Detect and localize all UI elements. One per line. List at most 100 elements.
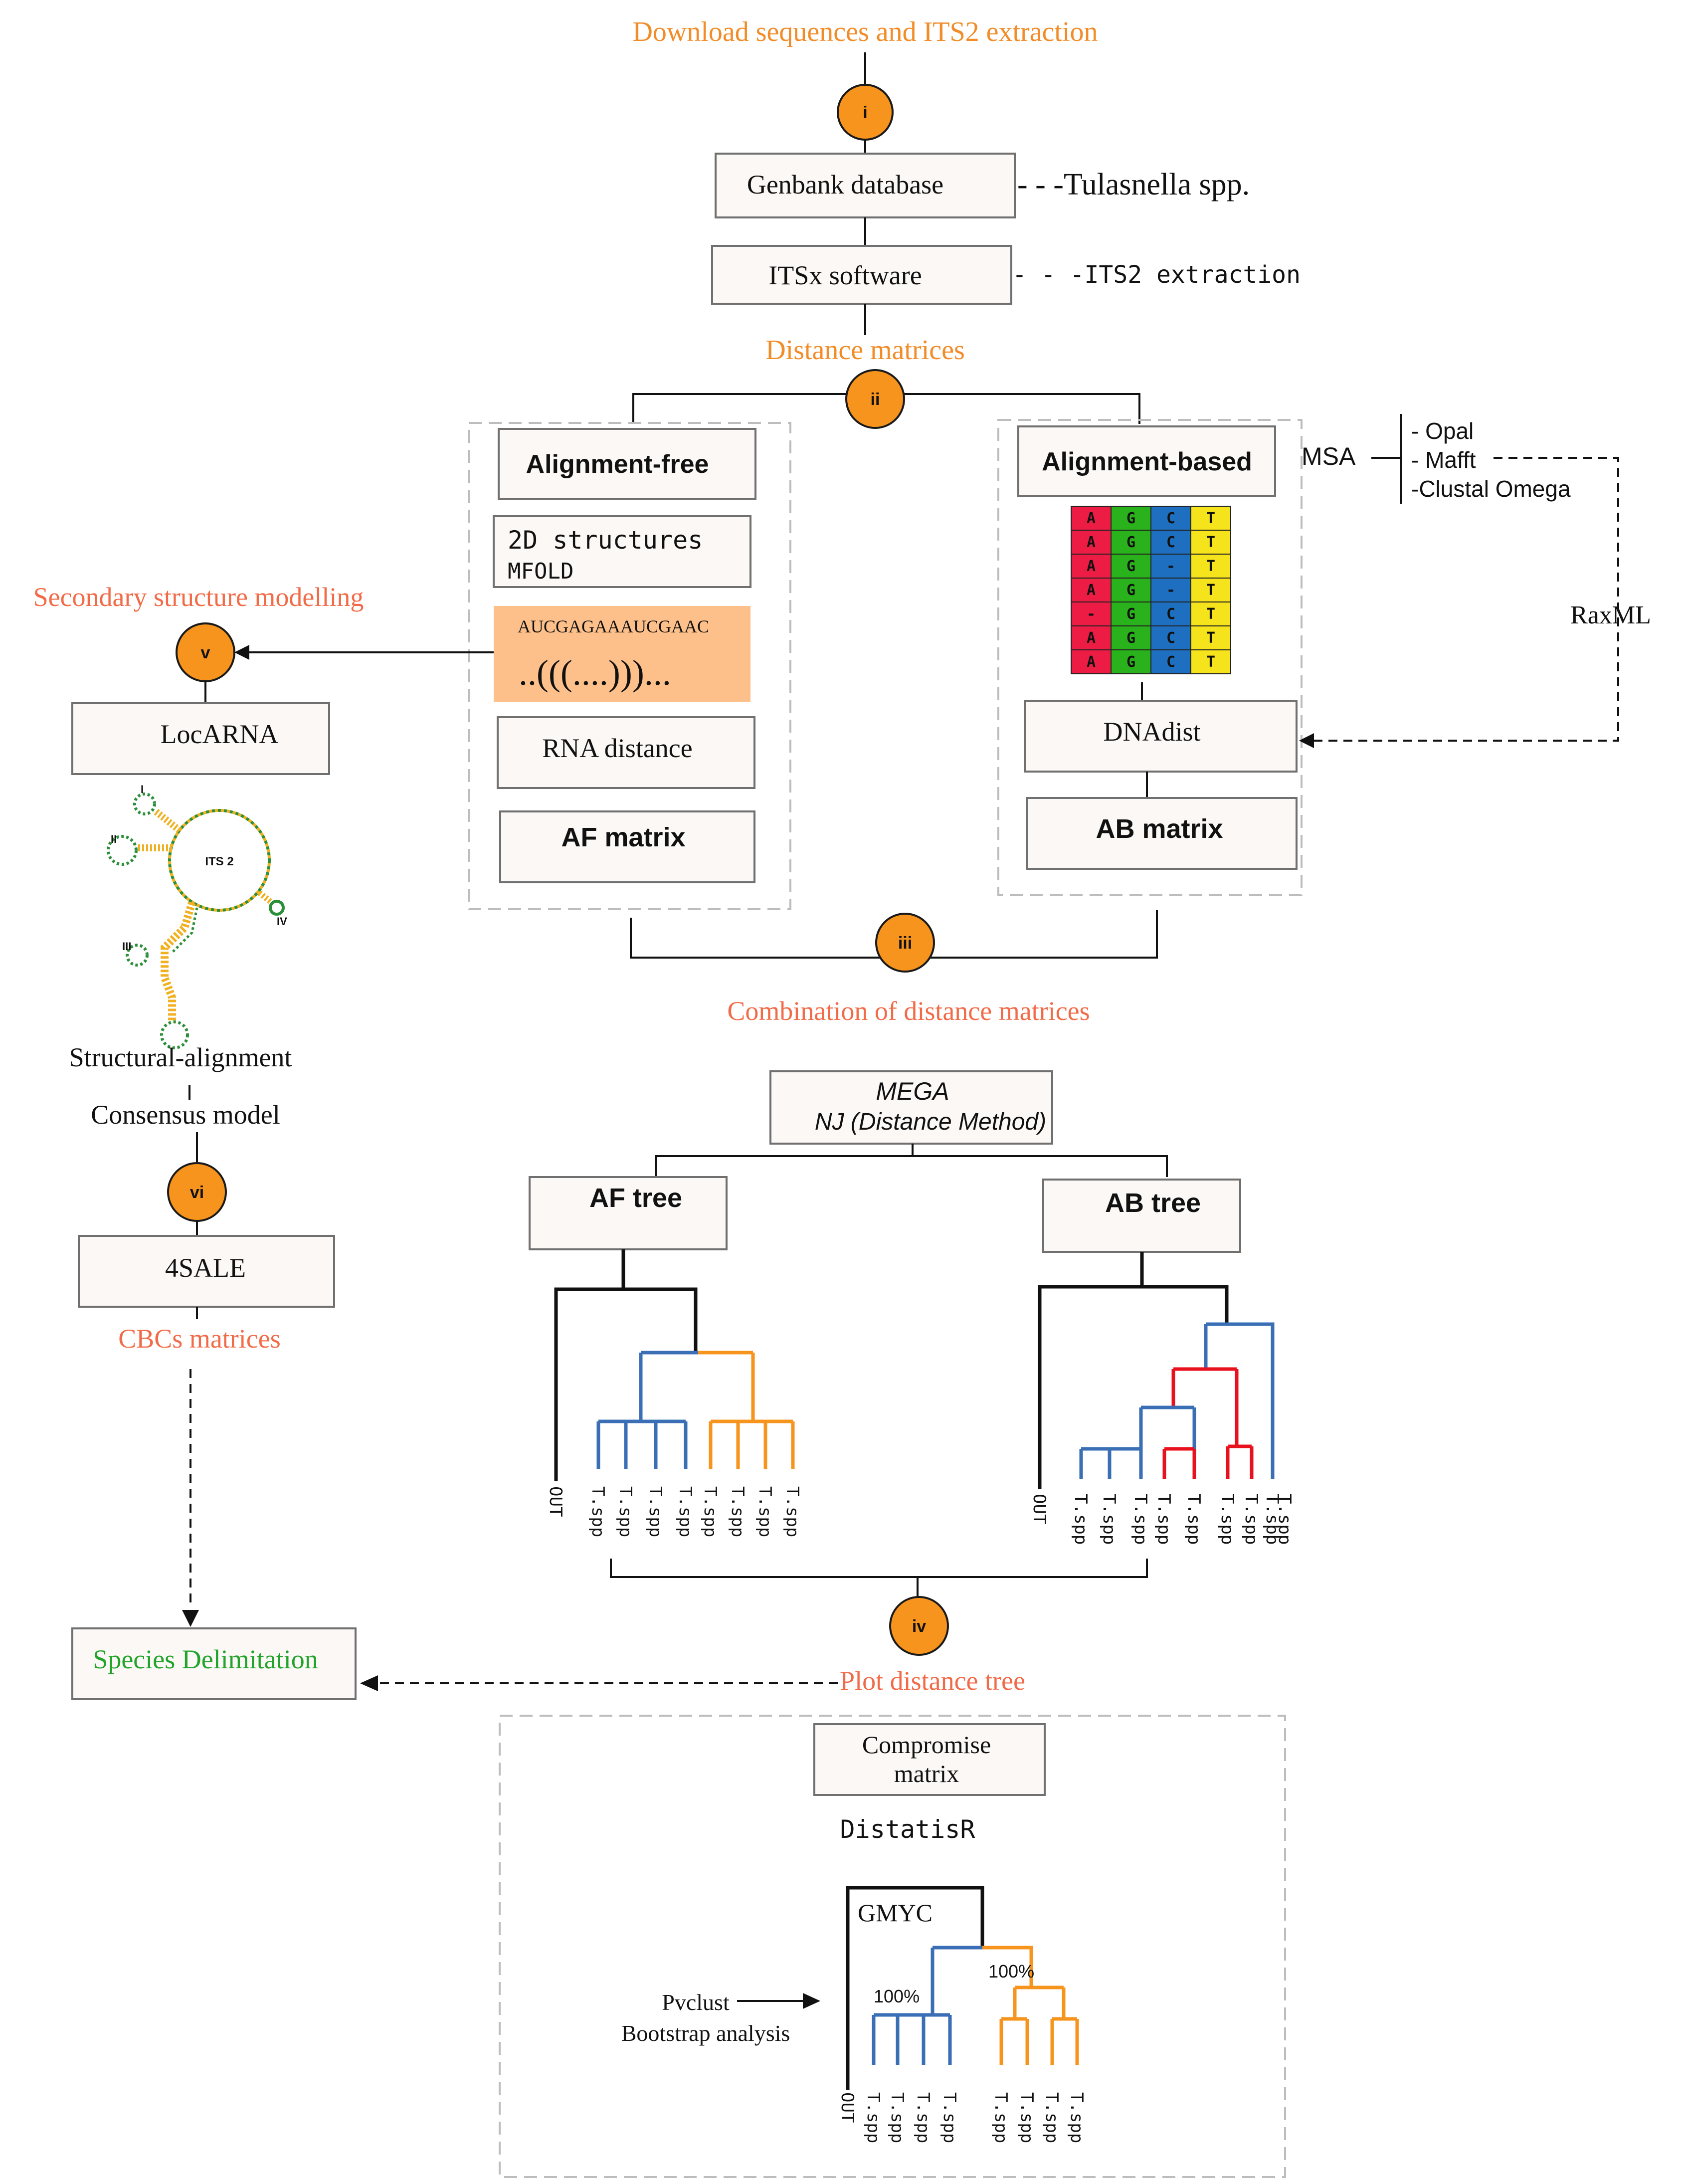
rna-distance-label: RNA distance xyxy=(542,733,692,763)
locarna-label: LocARNA xyxy=(161,719,279,749)
structural-alignment-label: Structural-alignment xyxy=(69,1042,292,1072)
alignment-cell xyxy=(1190,625,1231,650)
dnadist-label: DNAdist xyxy=(1103,717,1200,747)
af-tree-leaf-label: T.spp xyxy=(645,1486,665,1537)
mega-line2: NJ (Distance Method) xyxy=(815,1109,1046,1135)
alignment-cell xyxy=(1150,530,1191,555)
gmyc-tree-leaf-label: T.spp xyxy=(939,2092,959,2143)
loop-label-3: III xyxy=(122,940,131,953)
alignment-cell xyxy=(1150,506,1191,531)
af-tree-leaf-label: T.spp xyxy=(755,1486,775,1537)
ab-tree-leaf-label: T.spp xyxy=(1184,1494,1204,1545)
alignment-base: G xyxy=(1126,582,1135,599)
locarna-box xyxy=(71,702,330,775)
gmyc-tree-leaf-label: T.spp xyxy=(1067,2092,1087,2143)
species-delimitation-label: Species Delimitation xyxy=(93,1644,318,1674)
alignment-based-header-box xyxy=(1017,425,1276,497)
ab-tree-leaf-label: T.spp xyxy=(1071,1494,1091,1545)
alignment-cell xyxy=(1111,601,1151,626)
alignment-cell xyxy=(1071,578,1112,602)
alignment-base: A xyxy=(1087,653,1096,671)
alignment-base: - xyxy=(1166,582,1175,599)
alignment-base: C xyxy=(1166,534,1175,551)
alignment-cell xyxy=(1071,554,1112,579)
alignment-cell xyxy=(1190,554,1231,579)
af-tree-leaf-label: T.spp xyxy=(615,1486,635,1537)
alignment-base: G xyxy=(1126,534,1135,551)
alignment-cell xyxy=(1071,625,1112,650)
distatis-label: DistatisR xyxy=(840,1815,976,1844)
step-iii-label: iii xyxy=(898,934,912,953)
alignment-free-header-box xyxy=(498,428,756,500)
alignment-base: T xyxy=(1206,534,1215,551)
title-plot-tree: Plot distance tree xyxy=(840,1666,1025,1696)
step-iv-label: iv xyxy=(912,1617,926,1636)
gmyc-tree-leaf-label: OUT xyxy=(837,2092,857,2123)
alignment-cell xyxy=(1190,578,1231,602)
alignment-free-panel xyxy=(468,422,791,910)
alignment-base: G xyxy=(1126,558,1135,575)
alignment-base: A xyxy=(1087,629,1096,647)
af-tree-leaf-label: T.spp xyxy=(588,1486,608,1537)
gmyc-tree-leaf-label: T.spp xyxy=(1042,2092,1062,2143)
alignment-base: A xyxy=(1087,558,1096,575)
gmyc-tree-leaf-label: T.spp xyxy=(887,2092,907,2143)
pvclust-label: Pvclust xyxy=(662,1989,730,2015)
gmyc-label: GMYC xyxy=(858,1899,933,1927)
alignment-cell xyxy=(1150,625,1191,650)
structures-box xyxy=(493,515,751,588)
alignment-based-panel xyxy=(997,419,1303,896)
alignment-base: C xyxy=(1166,629,1175,647)
ab-tree-leaf-label: T.spp xyxy=(1241,1494,1261,1545)
alignment-base: T xyxy=(1206,653,1215,671)
compromise-line1: Compromise xyxy=(862,1731,991,1759)
af-tree xyxy=(554,1249,795,1481)
ab-tree-leaf-label: T.spp xyxy=(1262,1494,1282,1545)
rna-sequence: AUCGAGAAAUCGAAC xyxy=(518,616,709,636)
ab-matrix-box xyxy=(1026,797,1298,870)
itsx-label: ITSx software xyxy=(768,260,922,290)
raxml-label: RaxML xyxy=(1570,601,1651,629)
species-delimitation-box xyxy=(71,1627,357,1700)
bootstrap-pct-left: 100% xyxy=(874,1986,920,2006)
af-tree-leaf-label: OUT xyxy=(546,1486,565,1517)
its2-structure-diagram: ITS 2 I II III IV xyxy=(107,783,287,1049)
structures-line1: 2D structures xyxy=(508,526,703,555)
dnadist-box xyxy=(1024,700,1298,773)
alignment-cell xyxy=(1111,530,1151,555)
rna-structure-highlight xyxy=(494,606,750,702)
genbank-box xyxy=(715,153,1016,218)
alignment-base: T xyxy=(1206,558,1215,575)
alignment-base: C xyxy=(1166,510,1175,527)
step-iii-marker xyxy=(875,913,935,973)
alignment-cell xyxy=(1190,601,1231,626)
step-i-label: i xyxy=(863,103,867,122)
alignment-base: T xyxy=(1206,582,1215,599)
step-vi-label: vi xyxy=(190,1183,204,1202)
loop-label-1: I xyxy=(141,783,144,795)
alignment-base: C xyxy=(1166,605,1175,623)
step-ii-label: ii xyxy=(871,390,880,409)
af-tree-leaf-label: T.spp xyxy=(728,1486,748,1537)
alignment-base: C xyxy=(1166,653,1175,671)
compromise-line2: matrix xyxy=(894,1760,959,1787)
alignment-cell xyxy=(1150,649,1191,674)
ab-tree-label: AB tree xyxy=(1105,1188,1201,1218)
alignment-base: - xyxy=(1087,605,1096,623)
consensus-label: Consensus model xyxy=(91,1100,280,1130)
msa-option-opal: - Opal xyxy=(1411,418,1474,444)
alignment-base: T xyxy=(1206,629,1215,647)
alignment-base: T xyxy=(1206,510,1215,527)
alignment-cell xyxy=(1071,506,1112,531)
ab-tree-leaf-label: OUT xyxy=(1029,1494,1049,1524)
msa-option-clustal: -Clustal Omega xyxy=(1411,476,1571,502)
genbank-label: Genbank database xyxy=(747,170,943,199)
foursale-box xyxy=(78,1235,335,1308)
alignment-base: G xyxy=(1126,605,1135,623)
gmyc-tree xyxy=(846,1886,1079,2090)
foursale-label: 4SALE xyxy=(165,1253,246,1283)
bootstrap-label: Bootstrap analysis xyxy=(621,2020,790,2046)
title-cbcs: CBCs matrices xyxy=(118,1324,280,1354)
loop-label-2: II xyxy=(111,833,117,845)
af-tree-leaf-label: T.spp xyxy=(782,1486,802,1537)
